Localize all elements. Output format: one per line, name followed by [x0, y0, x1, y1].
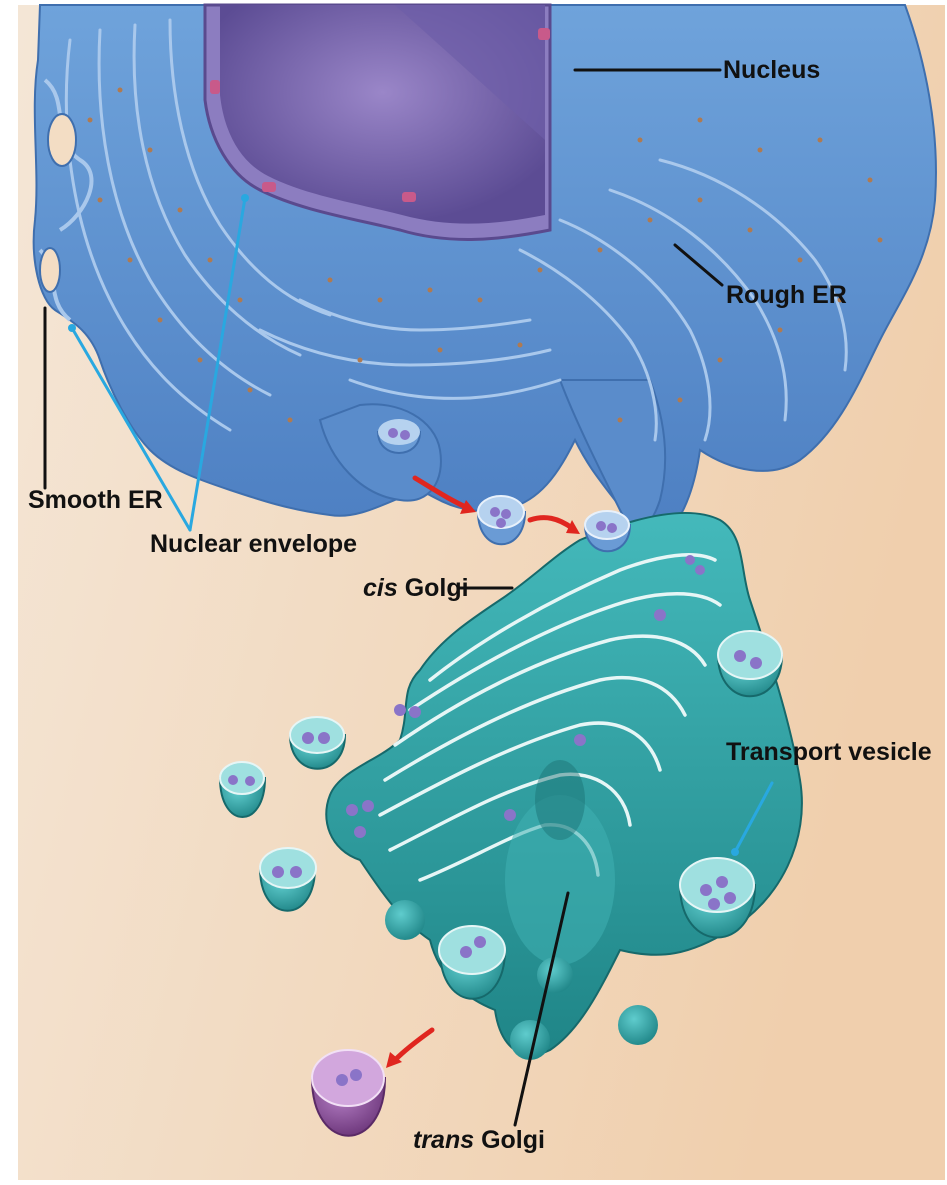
label-nucleus: Nucleus — [723, 58, 820, 83]
label-rough-er-text: Rough ER — [726, 281, 847, 309]
label-smooth-er: Smooth ER — [28, 488, 163, 513]
label-nucleus-text: Nucleus — [723, 56, 820, 84]
label-nuclear-envelope: Nuclear envelope — [150, 532, 357, 557]
label-trans-golgi-prefix: trans — [413, 1126, 474, 1154]
vesicle — [718, 631, 782, 696]
label-transport-vesicle-text: Transport vesicle — [726, 738, 932, 766]
label-smooth-er-text: Smooth ER — [28, 486, 163, 514]
label-cis-golgi-suffix: Golgi — [398, 574, 469, 602]
label-cis-golgi: cis Golgi — [363, 576, 469, 601]
label-trans-golgi: trans Golgi — [413, 1128, 545, 1153]
label-nuclear-envelope-text: Nuclear envelope — [150, 530, 357, 558]
label-rough-er: Rough ER — [726, 283, 847, 308]
label-trans-golgi-suffix: Golgi — [474, 1126, 545, 1154]
er-vesicle — [585, 511, 630, 551]
label-cis-golgi-prefix: cis — [363, 574, 398, 602]
vesicle — [290, 717, 345, 769]
er-vesicle — [478, 496, 525, 544]
label-transport-vesicle: Transport vesicle — [726, 740, 932, 765]
